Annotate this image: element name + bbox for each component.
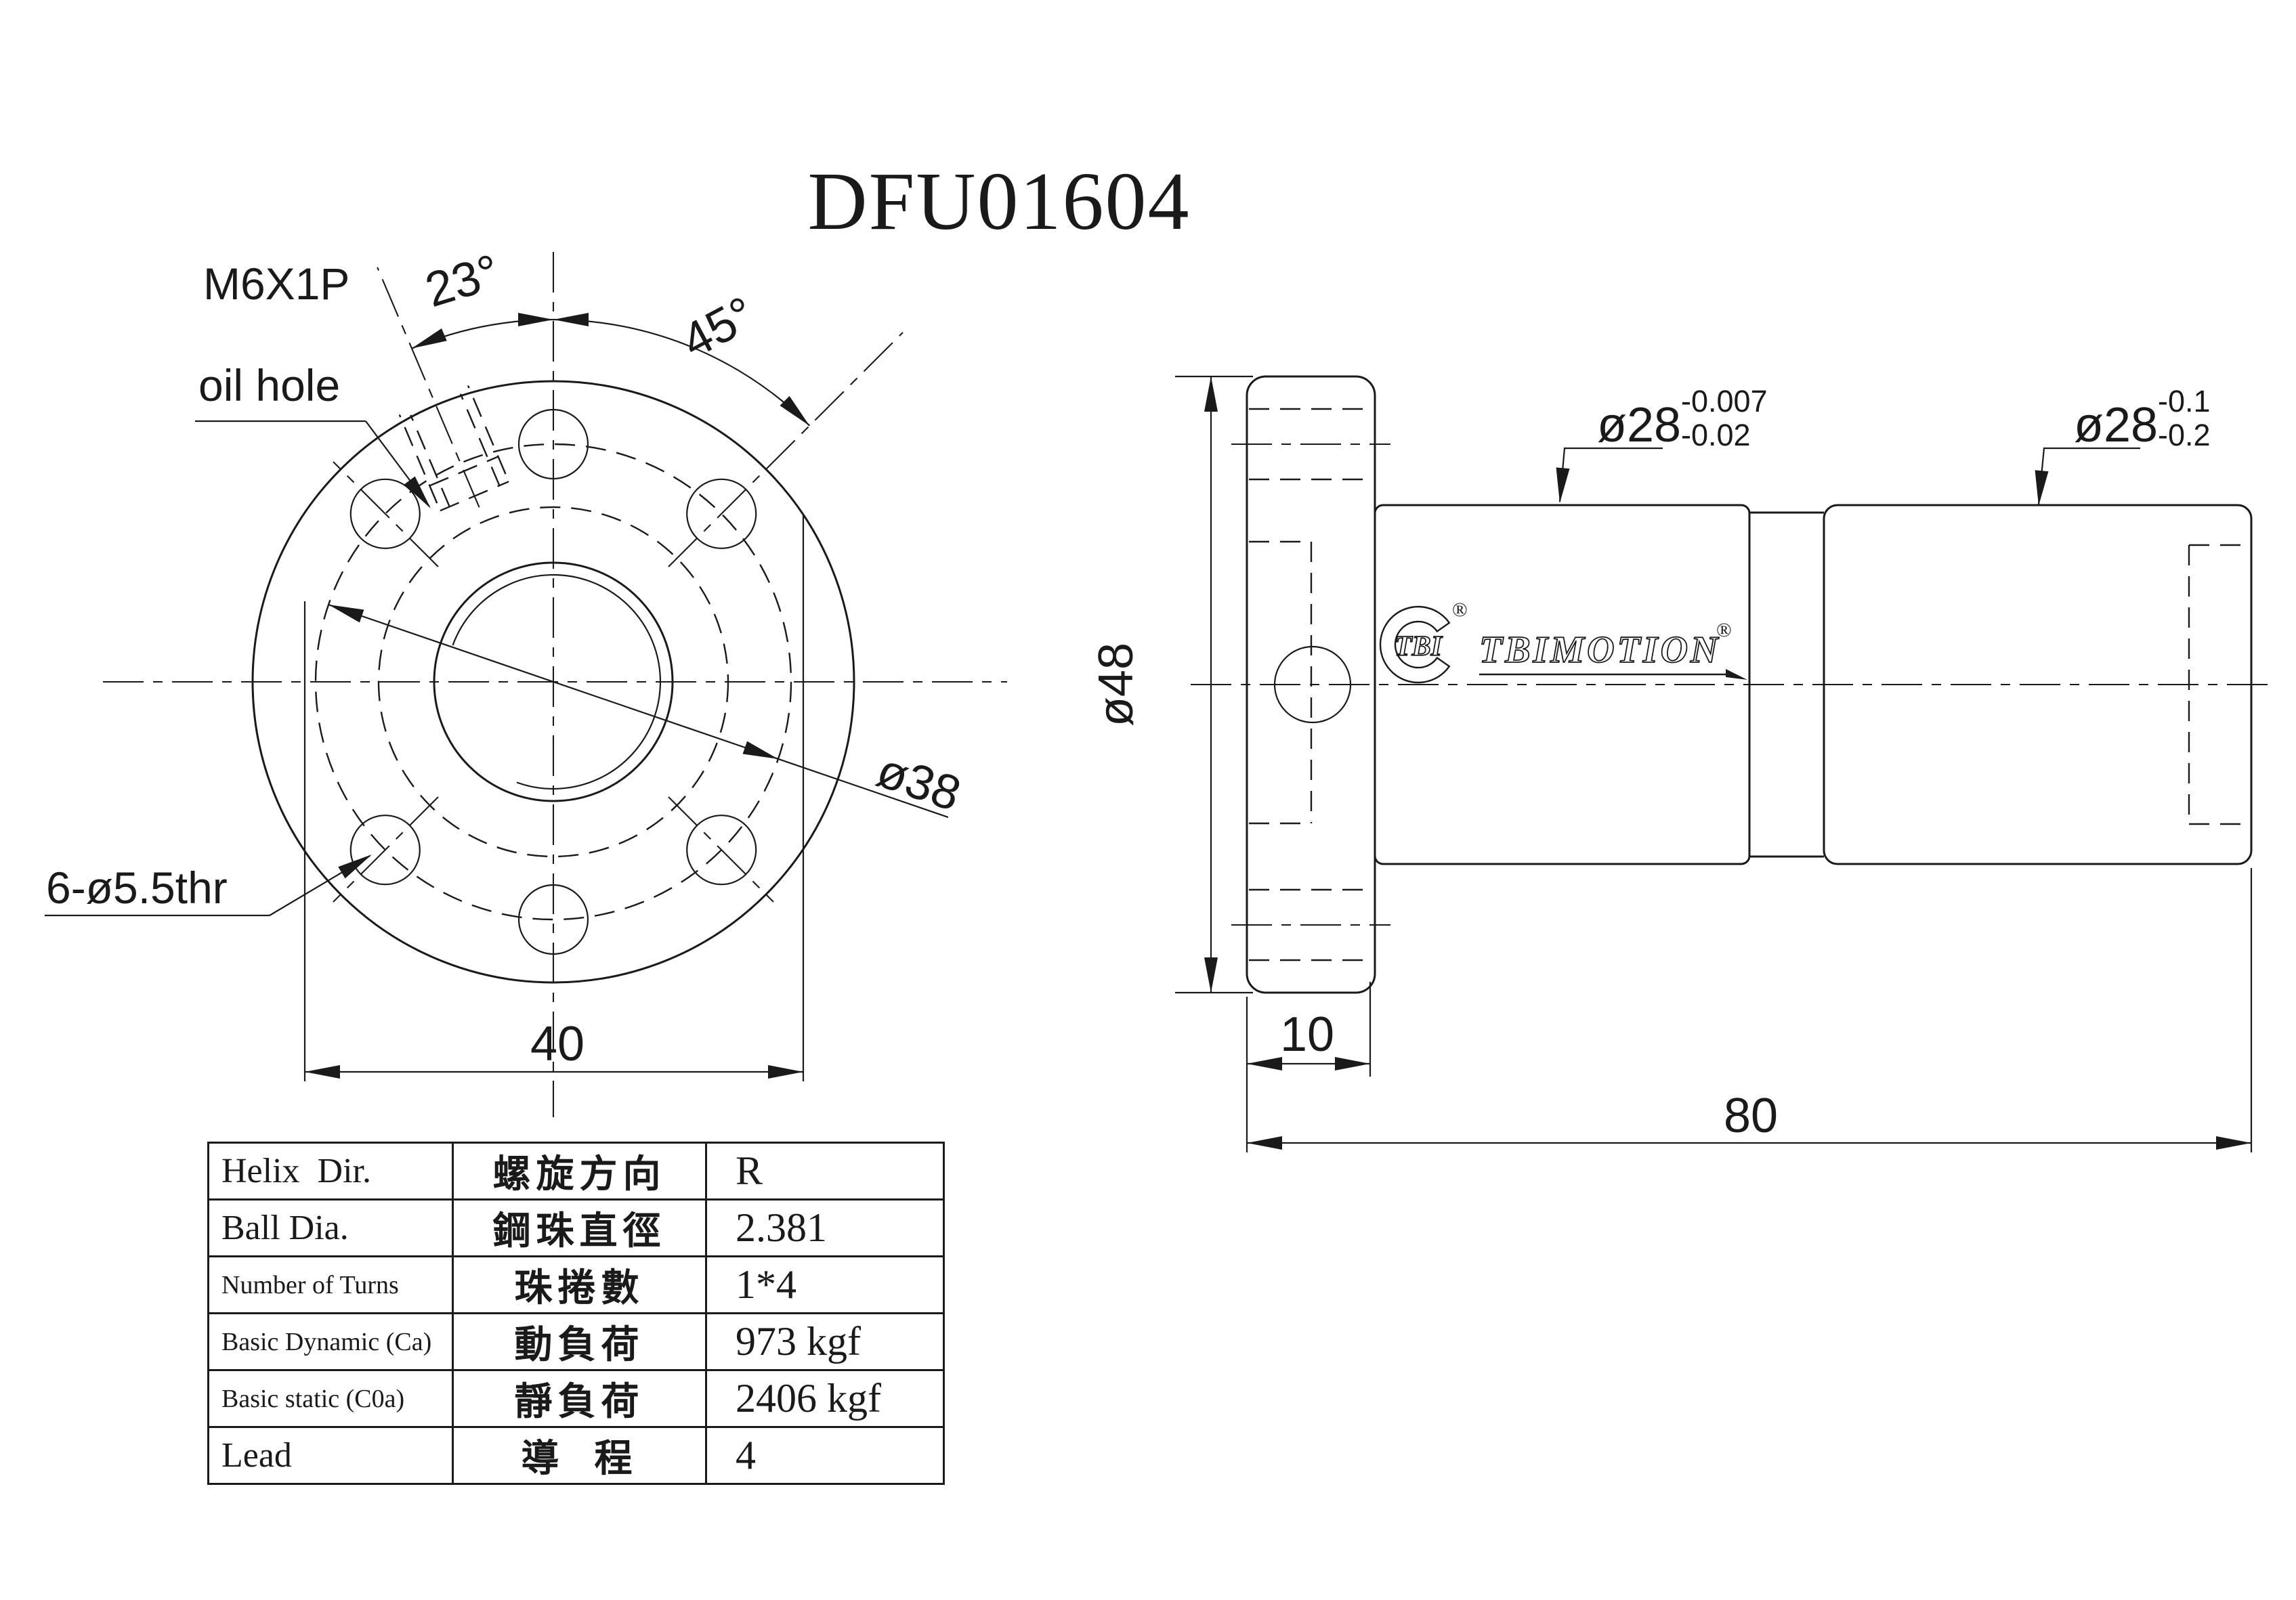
dia-38-text: ø38 [870,743,967,821]
table-row: Ball Dia. 鋼珠直徑 2.381 [207,1198,945,1257]
dim-40-text: 40 [530,1017,584,1071]
tbimotion-brand-text: TBIMOTION [1479,629,1720,671]
spec-table: Helix Dir. 螺旋方向 R Ball Dia. 鋼珠直徑 2.381 N… [207,1142,945,1485]
bore-inner [452,574,662,790]
logo-underline-arrow [1726,669,1747,680]
spec-en: Basic Dynamic (Ca) [207,1312,454,1371]
front-view: 40 23° 45° ø38 M6X1P oil hole [45,244,1007,1117]
table-row: Basic Dynamic (Ca) 動負荷 973 kgf [207,1312,945,1371]
spec-zh: 鋼珠直徑 [452,1198,707,1257]
side-view: ø48 ø28 -0.007 -0.02 ø28 -0.1 -0.2 10 [1089,375,2276,1152]
spec-zh: 靜負荷 [452,1369,707,1428]
dia-28-end-text: ø28 [2074,398,2158,452]
dim-80: 80 [1247,868,2253,1152]
registered-icon: ® [1452,599,1468,621]
dim-48: ø48 [1089,375,1253,994]
relief-neck [1749,511,1824,858]
spec-zh: 珠捲數 [452,1255,707,1314]
end-journal [1823,504,2253,865]
oil-hole-label: M6X1P oil hole [195,259,436,513]
spec-zh: 動負荷 [452,1312,707,1371]
spec-en: Ball Dia. [207,1198,454,1257]
spec-value: 2406 kgf [705,1369,945,1428]
dim-10: 10 [1246,982,1372,1152]
page-title: DFU01604 [807,156,1191,247]
dim-angles: 23° 45° [409,244,815,431]
bolt-holes [349,408,757,955]
dia-28-end-tol-lower: -0.2 [2158,418,2211,452]
hidden-body-circle [377,506,729,858]
spec-zh: 導 程 [452,1426,707,1485]
spec-value: 2.381 [705,1198,945,1257]
table-row: Basic static (C0a) 靜負荷 2406 kgf [207,1369,945,1428]
bolt-circle [314,443,792,921]
spec-en: Helix Dir. [207,1142,454,1201]
oil-hole-label-line2: oil hole [198,360,340,410]
tbi-mark-text: TBI [1395,631,1443,662]
registered-icon: ® [1716,619,1732,641]
spec-value: 4 [705,1426,945,1485]
oil-hole [377,267,509,512]
spec-en: Basic static (C0a) [207,1369,454,1428]
nut-body [1374,504,1751,865]
bolt-holes-label: 6-ø5.5thr [45,848,376,917]
side-oil-hole [1273,645,1352,724]
dia-28-body-tol-upper: -0.007 [1681,384,1768,418]
dim-38: ø38 [326,598,967,822]
table-row: Lead 導 程 4 [207,1426,945,1485]
spec-en: Lead [207,1426,454,1485]
oil-hole-axis [377,267,480,508]
dia-28-end-tol-upper: -0.1 [2158,384,2211,418]
dia-28-body-text: ø28 [1597,398,1681,452]
spec-en: Number of Turns [207,1255,454,1314]
bore-outer [433,561,674,802]
angle-23-text: 23° [419,244,506,318]
oil-hole-label-line1: M6X1P [203,259,349,309]
spec-zh: 螺旋方向 [452,1142,707,1201]
spec-value: 973 kgf [705,1312,945,1371]
spec-value: R [705,1142,945,1201]
angle-45-text: 45° [673,286,764,369]
dim-28-end: ø28 -0.1 -0.2 [2032,384,2211,506]
dim-28-body: ø28 -0.007 -0.02 [1553,384,1768,504]
table-row: Helix Dir. 螺旋方向 R [207,1142,945,1201]
dim-10-text: 10 [1280,1008,1334,1062]
tbi-c-ring [1379,605,1451,684]
bolt-holes-note-text: 6-ø5.5thr [46,863,228,913]
flange-circles [251,380,855,984]
dim-40: 40 [303,515,805,1081]
tbimotion-logo: TBI ® TBIMOTION ® [1379,599,1747,684]
spec-value: 1*4 [705,1255,945,1314]
dim-80-text: 80 [1724,1089,1778,1143]
table-row: Number of Turns 珠捲數 1*4 [207,1255,945,1314]
dia-48-text: ø48 [1089,643,1143,727]
dia-28-body-tol-lower: -0.02 [1681,418,1751,452]
